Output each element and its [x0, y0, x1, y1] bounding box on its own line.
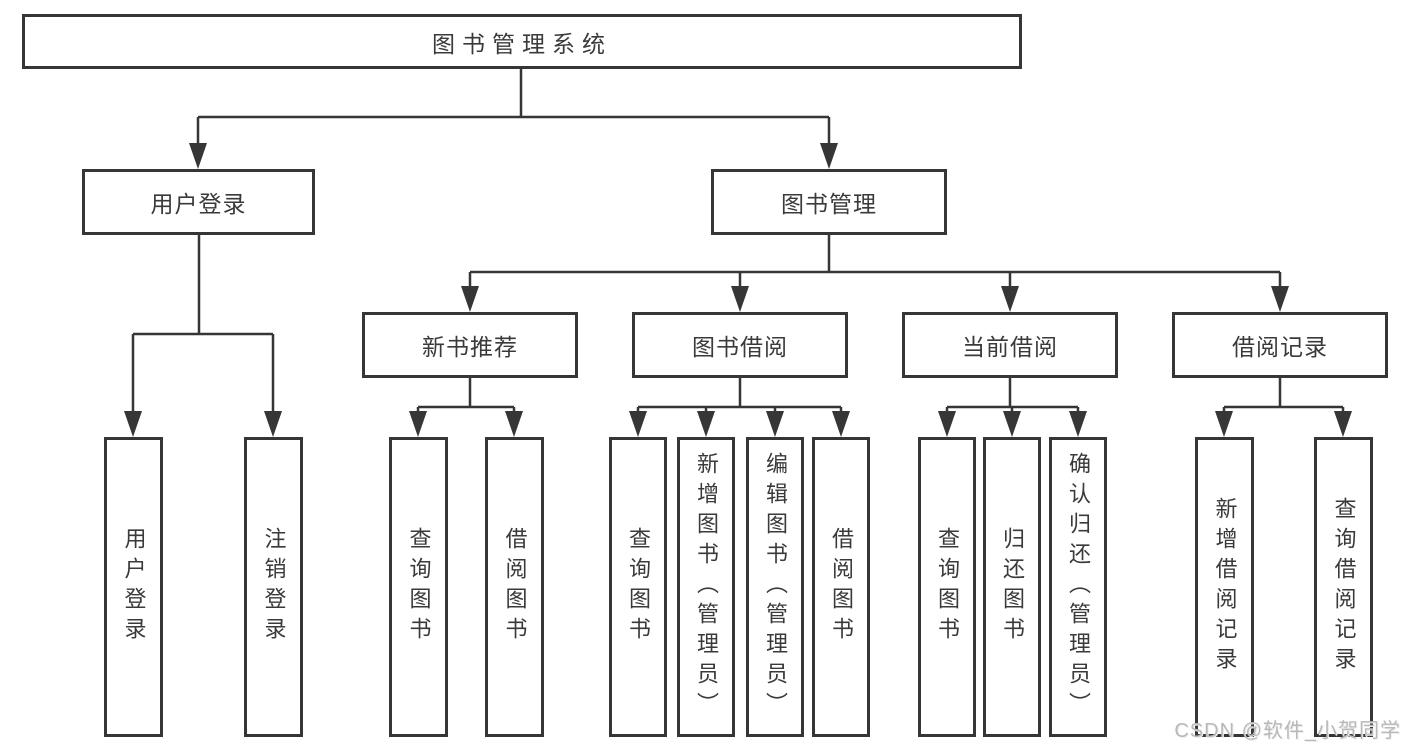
leaf-label: 归还图书	[1000, 527, 1025, 647]
leaf-query-books-recommend: 查询图书	[389, 437, 448, 737]
leaf-label: 借阅图书	[829, 527, 854, 647]
leaf-label: 编辑图书（管理员）	[763, 452, 788, 722]
leaf-add-books-admin: 新增图书（管理员）	[677, 437, 735, 737]
leaf-query-books-borrow: 查询图书	[609, 437, 667, 737]
leaf-add-borrow-record: 新增借阅记录	[1195, 437, 1254, 737]
leaf-query-books-current: 查询图书	[918, 437, 976, 737]
leaf-label: 用户登录	[121, 527, 147, 647]
leaf-confirm-return-admin: 确认归还（管理员）	[1049, 437, 1107, 737]
leaf-label: 查询借阅记录	[1331, 497, 1357, 677]
node-label: 图书管理	[781, 191, 877, 217]
leaf-label: 借阅图书	[502, 527, 528, 647]
leaf-label: 确认归还（管理员）	[1066, 452, 1091, 722]
leaf-label: 新增借阅记录	[1212, 497, 1238, 677]
leaf-logout: 注销登录	[244, 437, 303, 737]
node-new-book-recommend: 新书推荐	[362, 312, 578, 378]
arrowhead-icons	[124, 143, 1352, 437]
node-user-login: 用户登录	[82, 169, 315, 235]
node-label: 图书借阅	[692, 334, 788, 360]
leaf-label: 注销登录	[261, 527, 287, 647]
node-library-system: 图书管理系统	[22, 14, 1022, 69]
node-label: 当前借阅	[962, 334, 1058, 360]
leaf-label: 查询图书	[626, 527, 651, 647]
leaf-query-borrow-record: 查询借阅记录	[1314, 437, 1373, 737]
leaf-label: 查询图书	[935, 527, 960, 647]
leaf-borrow-books: 借阅图书	[812, 437, 870, 737]
node-book-management: 图书管理	[711, 169, 947, 235]
leaf-borrow-books-recommend: 借阅图书	[485, 437, 544, 737]
node-current-borrowing: 当前借阅	[902, 312, 1118, 378]
node-label: 图书管理系统	[432, 30, 612, 57]
leaf-label: 查询图书	[406, 527, 432, 647]
node-label: 用户登录	[150, 191, 247, 217]
node-label: 新书推荐	[422, 334, 518, 360]
node-borrowing-records: 借阅记录	[1172, 312, 1388, 378]
node-book-borrowing: 图书借阅	[632, 312, 848, 378]
leaf-user-login: 用户登录	[104, 437, 163, 737]
csdn-watermark: CSDN @软件_小贺同学	[1174, 720, 1401, 742]
leaf-edit-books-admin: 编辑图书（管理员）	[746, 437, 804, 737]
node-label: 借阅记录	[1232, 334, 1328, 360]
leaf-label: 新增图书（管理员）	[694, 452, 719, 722]
leaf-return-books: 归还图书	[983, 437, 1041, 737]
